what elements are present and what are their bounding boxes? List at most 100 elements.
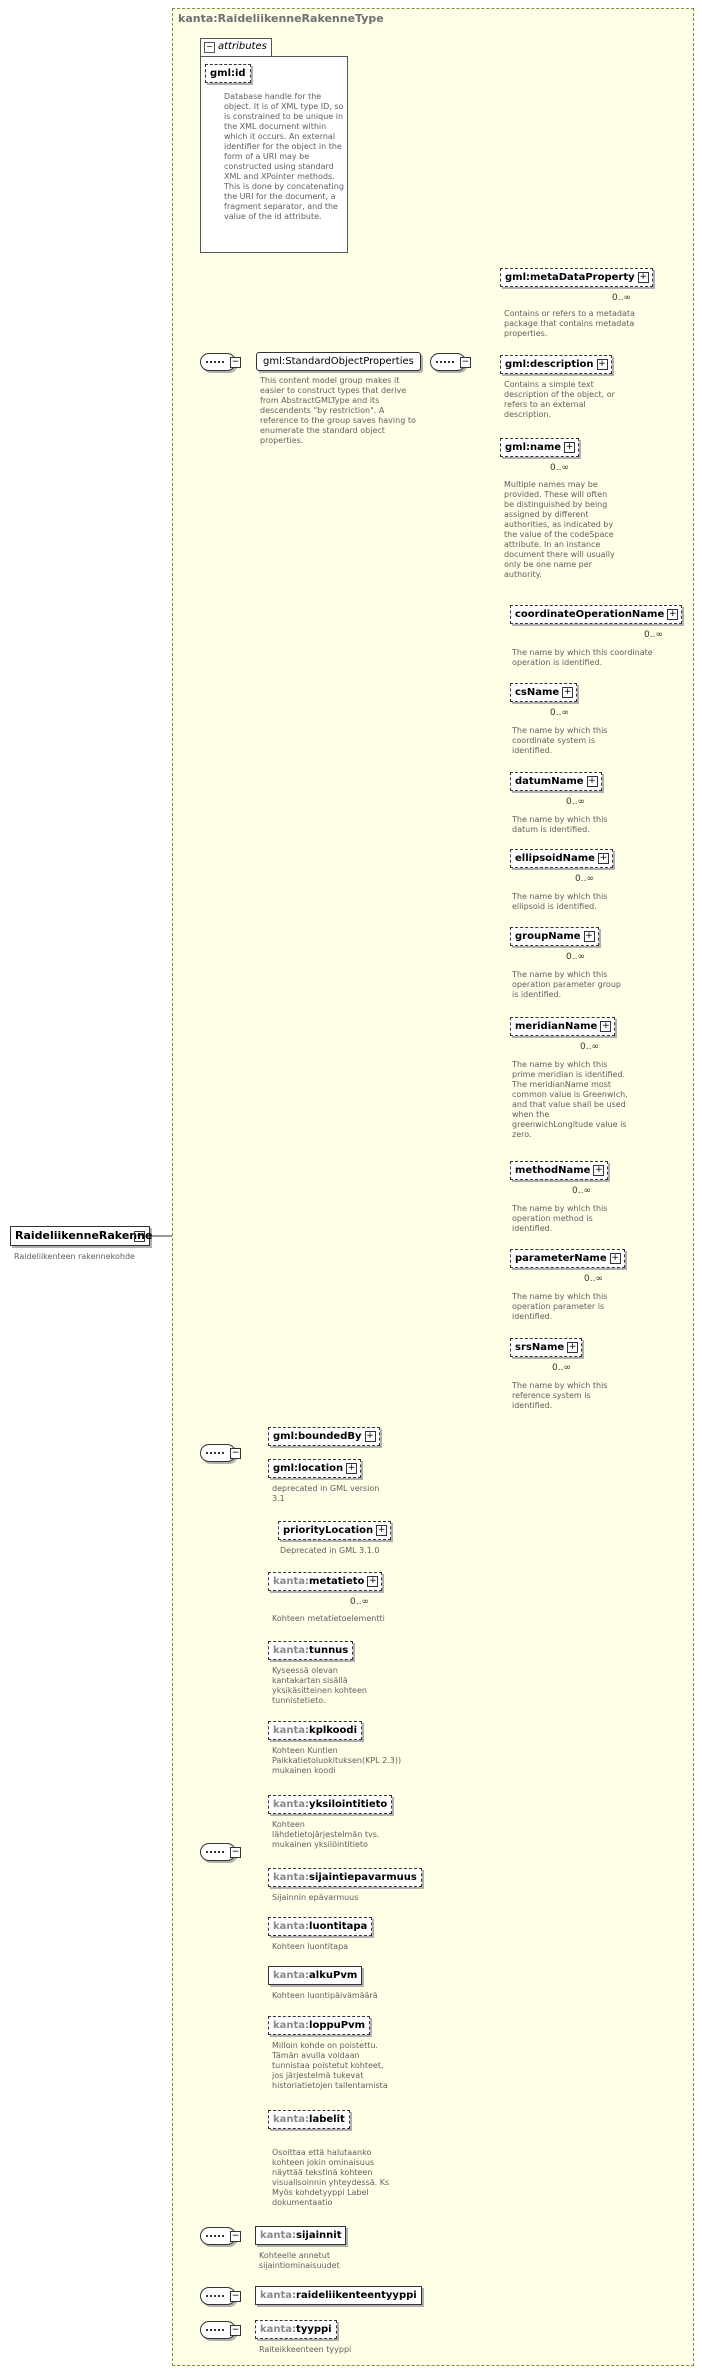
kanta-sijaintiepavarmuus-element[interactable]: kanta:sijaintiepavarmuus bbox=[268, 1868, 422, 1887]
kanta-alkupvm-description: Kohteen luontipäivämäärä bbox=[272, 1991, 378, 2000]
root-description: Raideliikenteen rakennekohde bbox=[14, 1252, 135, 1261]
kanta-luontitapa-element[interactable]: kanta:luontitapa bbox=[268, 1917, 373, 1936]
gml-name-description: Multiple names may be provided. These wi… bbox=[504, 480, 615, 579]
csname-element[interactable]: csName+ bbox=[510, 683, 578, 702]
datumname-element[interactable]: datumName+ bbox=[510, 772, 602, 791]
cardinality: 0..∞ bbox=[644, 630, 663, 640]
gml-metadataproperty-element[interactable]: gml:metaDataProperty+ bbox=[500, 268, 653, 287]
cardinality: 0..∞ bbox=[580, 1042, 599, 1052]
expand-icon[interactable]: + bbox=[564, 442, 576, 453]
kanta-yksilointitieto-description: Kohteen lähdetietojärjestelmän tvs. muka… bbox=[272, 1820, 380, 1849]
attributes-label: attributes bbox=[218, 41, 267, 52]
groupname-element[interactable]: groupName+ bbox=[510, 927, 599, 946]
cardinality: 0..∞ bbox=[572, 1186, 591, 1196]
kanta-kplkoodi-element[interactable]: kanta:kplkoodi bbox=[268, 1721, 362, 1740]
gml-location-element[interactable]: gml:location+ bbox=[268, 1459, 362, 1478]
kanta-metatieto-description: Kohteen metatietoelementti bbox=[272, 1614, 385, 1623]
expand-icon[interactable]: + bbox=[609, 1253, 621, 1264]
parametername-description: The name by which this operation paramet… bbox=[512, 1292, 608, 1321]
expand-icon[interactable]: + bbox=[364, 1431, 376, 1442]
expand-icon[interactable]: + bbox=[593, 1165, 605, 1176]
srsname-description: The name by which this reference system … bbox=[512, 1381, 608, 1410]
cardinality: 0..∞ bbox=[550, 463, 569, 473]
csname-description: The name by which this coordinate system… bbox=[512, 726, 608, 755]
datumname-description: The name by which this datum is identifi… bbox=[512, 815, 608, 834]
meridianname-description: The name by which this prime meridian is… bbox=[512, 1060, 628, 1139]
cardinality: 0..∞ bbox=[566, 952, 585, 962]
kanta-tunnus-element[interactable]: kanta:tunnus bbox=[268, 1641, 354, 1660]
kanta-alkupvm-element[interactable]: kanta:alkuPvm bbox=[268, 1966, 363, 1985]
ellipsoidname-description: The name by which this ellipsoid is iden… bbox=[512, 892, 608, 911]
cardinality: 0..∞ bbox=[566, 797, 585, 807]
attributes-box bbox=[200, 56, 348, 253]
expand-icon[interactable]: + bbox=[567, 1342, 579, 1353]
kanta-tyyppi-element[interactable]: kanta:tyyppi bbox=[255, 2320, 337, 2339]
meridianname-element[interactable]: meridianName+ bbox=[510, 1017, 616, 1036]
kanta-yksilointitieto-element[interactable]: kanta:yksilointitieto bbox=[268, 1795, 393, 1814]
expand-icon[interactable]: − bbox=[134, 1231, 145, 1242]
cardinality: 0..∞ bbox=[612, 293, 631, 303]
cardinality: 0..∞ bbox=[575, 874, 594, 884]
gml-location-description: deprecated in GML version 3.1 bbox=[272, 1484, 380, 1503]
expand-icon[interactable]: + bbox=[367, 1576, 379, 1587]
expand-icon[interactable]: + bbox=[346, 1463, 358, 1474]
srsname-element[interactable]: srsName+ bbox=[510, 1338, 583, 1357]
expand-icon[interactable]: + bbox=[597, 853, 609, 864]
sequence-compositor[interactable]: − bbox=[430, 353, 471, 371]
kanta-metatieto-element[interactable]: kanta:metatieto+ bbox=[268, 1572, 383, 1591]
expand-icon[interactable]: + bbox=[586, 776, 598, 787]
prioritylocation-element[interactable]: priorityLocation+ bbox=[278, 1521, 392, 1540]
cardinality: 0..∞ bbox=[350, 1597, 369, 1607]
gml-id-attribute[interactable]: gml:id bbox=[205, 64, 251, 83]
collapse-icon[interactable]: − bbox=[204, 42, 215, 53]
coordinateoperationname-description: The name by which this coordinate operat… bbox=[512, 648, 653, 667]
parametername-element[interactable]: parameterName+ bbox=[510, 1249, 625, 1268]
cardinality: 0..∞ bbox=[584, 1274, 603, 1284]
standard-object-properties-description: This content model group makes it easier… bbox=[260, 376, 416, 445]
kanta-loppupvm-element[interactable]: kanta:loppuPvm bbox=[268, 2016, 371, 2035]
gml-name-element[interactable]: gml:name+ bbox=[500, 438, 580, 457]
methodname-element[interactable]: methodName+ bbox=[510, 1161, 609, 1180]
cardinality: 0..∞ bbox=[552, 1363, 571, 1373]
expand-icon[interactable]: + bbox=[600, 1021, 612, 1032]
kanta-sijainnit-description: Kohteelle annetut sijaintiominaisuudet bbox=[259, 2251, 340, 2270]
kanta-tunnus-description: Kyseessä olevan kantakartan sisällä yksi… bbox=[272, 1666, 367, 1705]
kanta-kplkoodi-description: Kohteen Kuntien Paikkatietoluokituksen(K… bbox=[272, 1746, 402, 1775]
gml-boundedby-element[interactable]: gml:boundedBy+ bbox=[268, 1427, 380, 1446]
expand-icon[interactable]: + bbox=[562, 687, 574, 698]
kanta-luontitapa-description: Kohteen luontitapa bbox=[272, 1942, 349, 1951]
gml-metadataproperty-description: Contains or refers to a metadata package… bbox=[504, 309, 635, 338]
kanta-tyyppi-description: Raiteikkeenteen tyyppi bbox=[259, 2345, 352, 2354]
kanta-raideliikenteentyyppi-element[interactable]: kanta:raideliikenteentyyppi bbox=[255, 2286, 422, 2305]
expand-icon[interactable]: + bbox=[583, 931, 595, 942]
sequence-compositor[interactable]: − bbox=[200, 1444, 241, 1462]
standard-object-properties-group[interactable]: gml:StandardObjectProperties bbox=[256, 352, 421, 371]
gml-id-description: Database handle for the object. It is of… bbox=[224, 92, 344, 221]
gml-description-element[interactable]: gml:description+ bbox=[500, 355, 612, 374]
groupname-description: The name by which this operation paramet… bbox=[512, 970, 621, 999]
gml-description-description: Contains a simple text description of th… bbox=[504, 380, 615, 419]
complex-type-title: kanta:RaideliikenneRakenneType bbox=[178, 12, 384, 25]
methodname-description: The name by which this operation method … bbox=[512, 1204, 608, 1233]
root-element[interactable]: RaideliikenneRakenne − bbox=[10, 1226, 152, 1246]
expand-icon[interactable]: + bbox=[376, 1525, 388, 1536]
coordinateoperationname-element[interactable]: coordinateOperationName+ bbox=[510, 605, 683, 624]
sequence-compositor[interactable]: − bbox=[200, 2227, 241, 2245]
sequence-compositor[interactable]: − bbox=[200, 2321, 241, 2339]
expand-icon[interactable]: + bbox=[596, 359, 608, 370]
kanta-loppupvm-description: Milloin kohde on poistettu. Tämän avulla… bbox=[272, 2041, 388, 2090]
sequence-compositor[interactable]: − bbox=[200, 353, 241, 371]
ellipsoidname-element[interactable]: ellipsoidName+ bbox=[510, 849, 613, 868]
kanta-sijaintiepavarmuus-description: Sijainnin epävarmuus bbox=[272, 1893, 359, 1902]
sequence-compositor[interactable]: − bbox=[200, 1843, 241, 1861]
complex-type-container bbox=[172, 8, 694, 2366]
kanta-sijainnit-element[interactable]: kanta:sijainnit bbox=[255, 2226, 347, 2245]
expand-icon[interactable]: + bbox=[637, 272, 649, 283]
expand-icon[interactable]: + bbox=[667, 609, 679, 620]
kanta-labelit-description: Osoittaa että halutaanko kohteen jokin o… bbox=[272, 2148, 390, 2207]
prioritylocation-description: Deprecated in GML 3.1.0 bbox=[280, 1546, 380, 1555]
attributes-tab[interactable]: attributes bbox=[200, 38, 272, 56]
kanta-labelit-element[interactable]: kanta:labelit bbox=[268, 2110, 350, 2129]
cardinality: 0..∞ bbox=[550, 708, 569, 718]
sequence-compositor[interactable]: − bbox=[200, 2287, 241, 2305]
